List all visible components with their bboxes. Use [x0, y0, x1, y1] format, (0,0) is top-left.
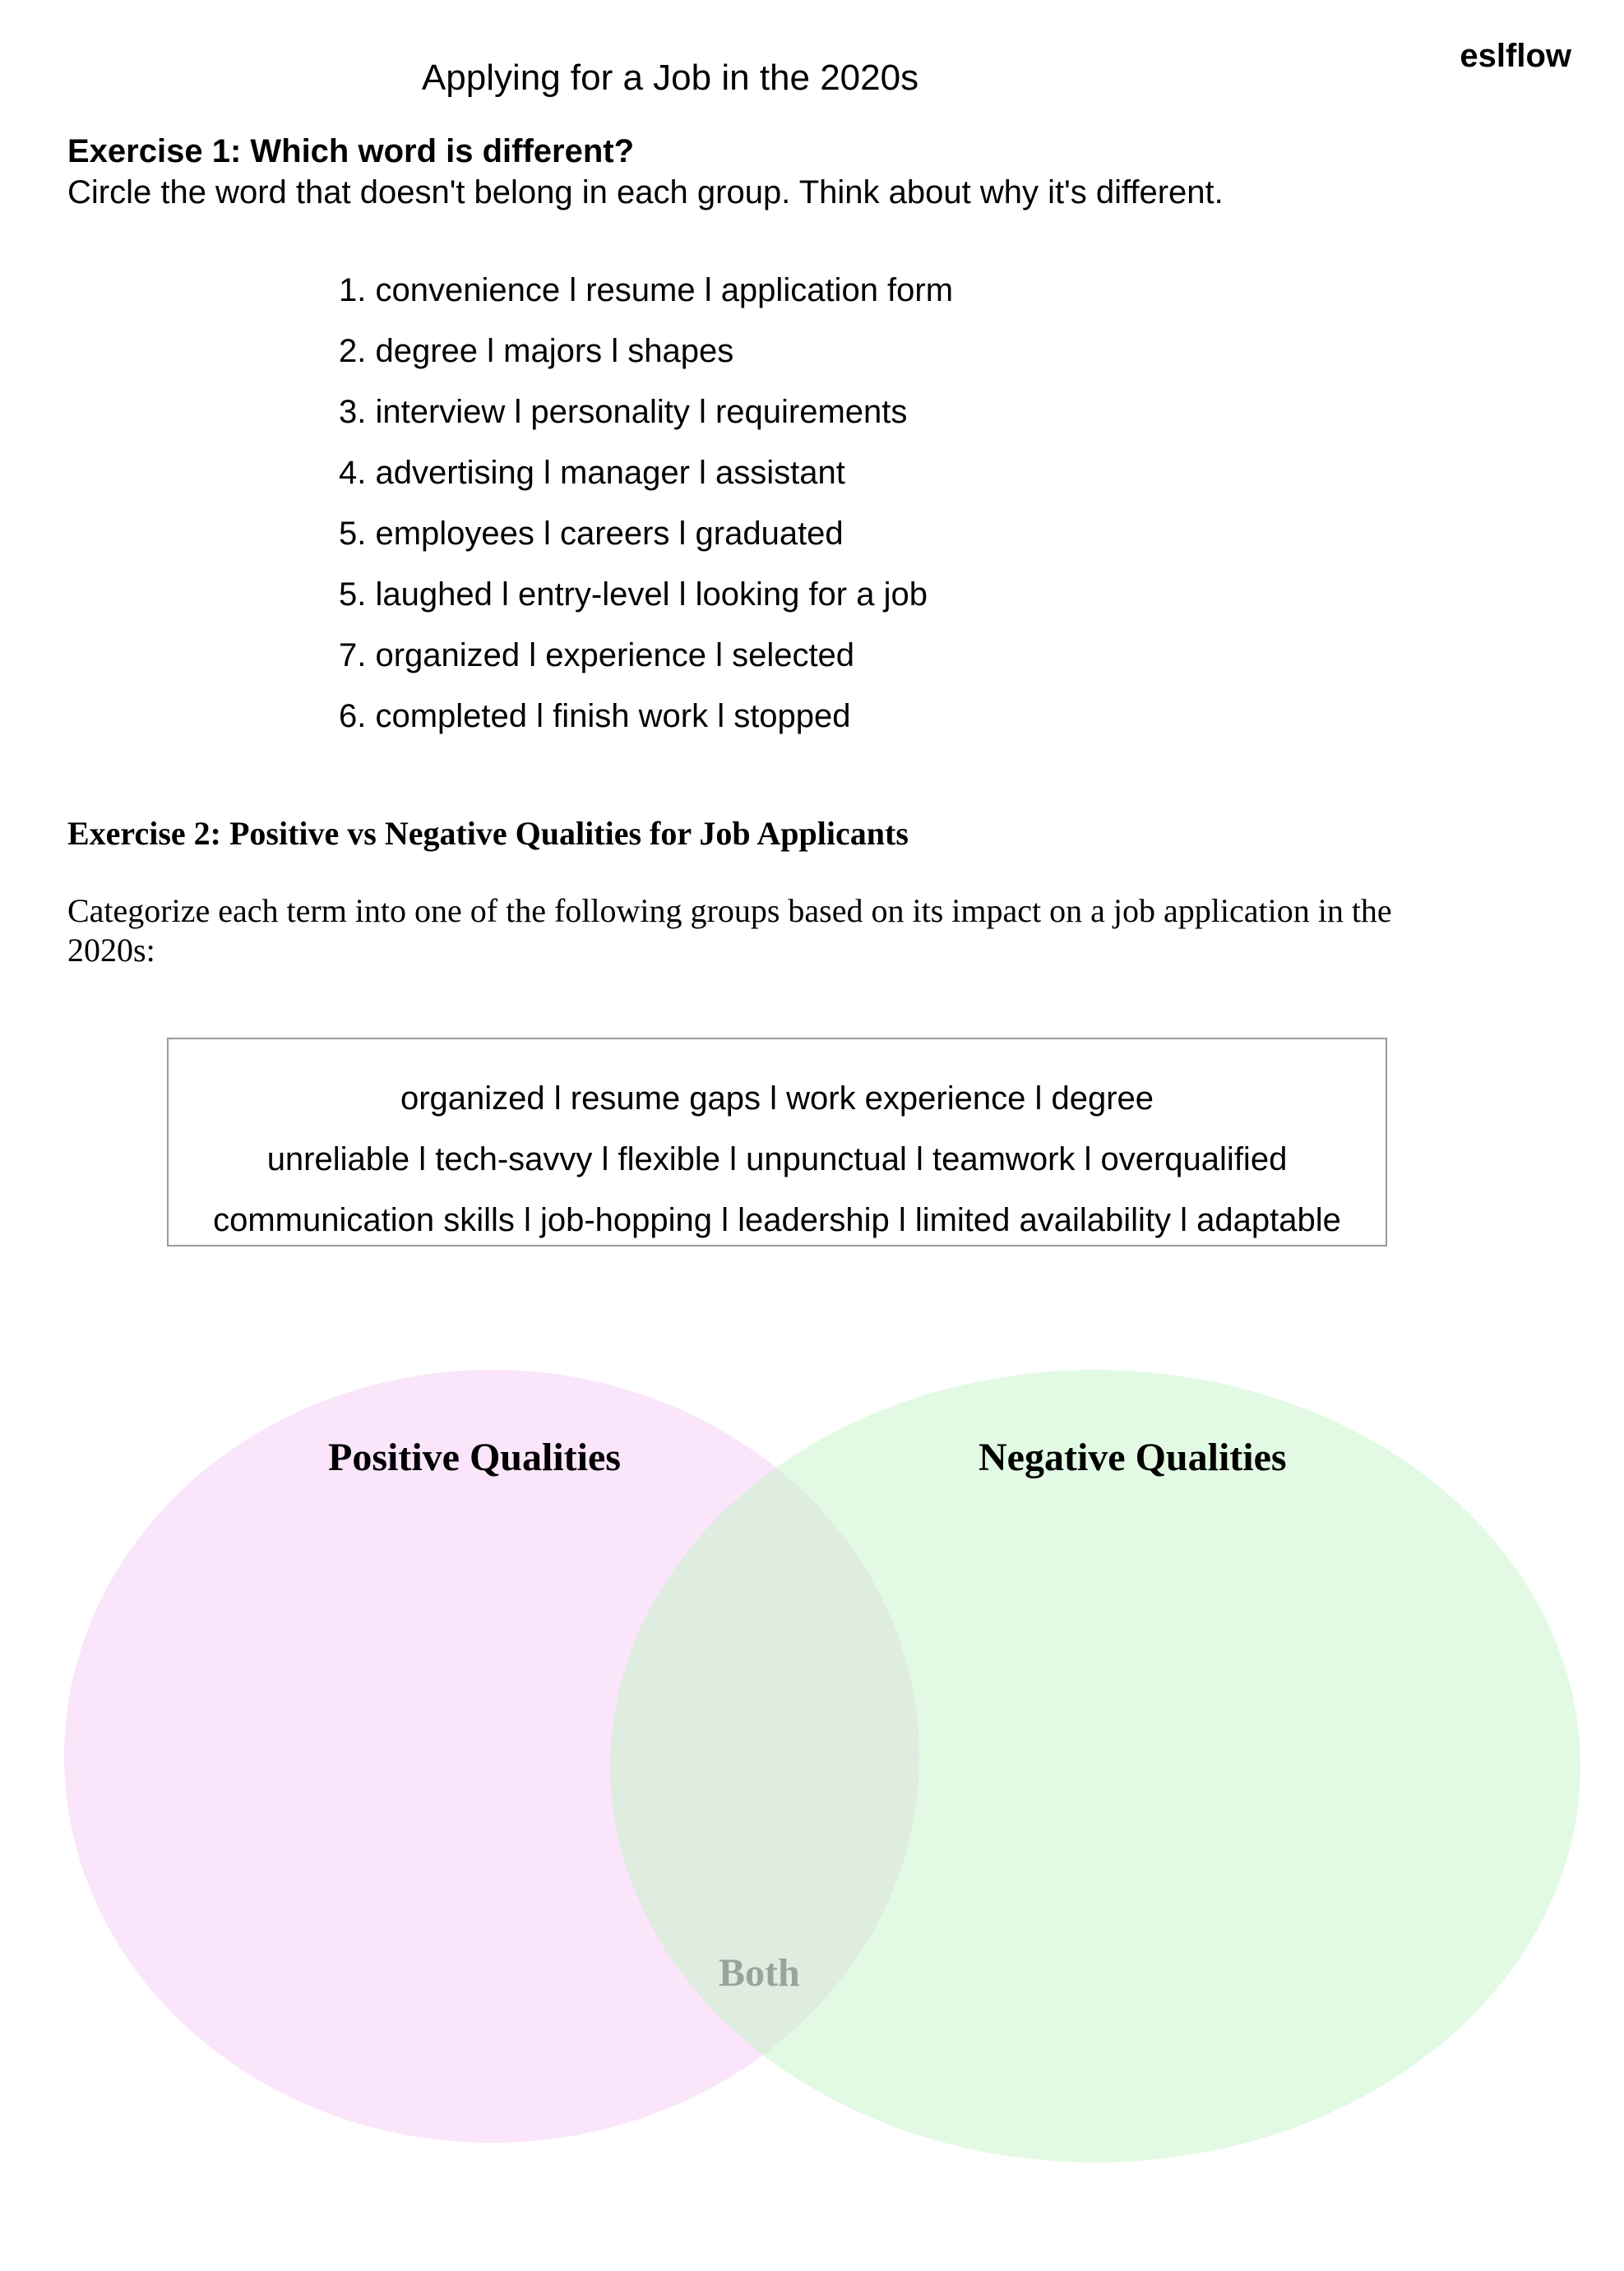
- venn-label-both: Both: [719, 1951, 800, 1995]
- brand-logo: eslflow: [1460, 38, 1571, 74]
- exercise1-item: 7. organized l experience l selected: [339, 637, 855, 673]
- venn-diagram: [64, 1370, 1580, 2162]
- exercise1-item: 5. laughed l entry-level l looking for a…: [339, 576, 928, 613]
- page-title: Applying for a Job in the 2020s: [421, 58, 919, 98]
- exercise2-instructions: Categorize each term into one of the fol…: [67, 892, 1392, 969]
- exercise1-heading: Exercise 1: Which word is different?: [67, 133, 635, 169]
- exercise1-item: 5. employees l careers l graduated: [339, 516, 844, 552]
- venn-circle-positive: [64, 1370, 919, 2143]
- exercise1-instructions: Circle the word that doesn't belong in e…: [67, 174, 1224, 210]
- exercise1-item: 1. convenience l resume l application fo…: [339, 272, 954, 308]
- exercise1-item: 3. interview l personality l requirement…: [339, 394, 908, 430]
- exercise1-item: 4. advertising l manager l assistant: [339, 455, 845, 491]
- exercise1-item: 6. completed l finish work l stopped: [339, 698, 851, 734]
- venn-label-positive: Positive Qualities: [328, 1436, 621, 1479]
- exercise2-heading: Exercise 2: Positive vs Negative Qualiti…: [67, 815, 909, 852]
- exercise1-item: 2. degree l majors l shapes: [339, 333, 734, 369]
- word-bank-line: communication skills l job-hopping l lea…: [213, 1202, 1341, 1238]
- word-bank-line: organized l resume gaps l work experienc…: [400, 1080, 1154, 1117]
- venn-label-negative: Negative Qualities: [979, 1436, 1287, 1479]
- venn-circle-negative: [610, 1370, 1580, 2162]
- word-bank-line: unreliable l tech-savvy l flexible l unp…: [266, 1141, 1288, 1177]
- exercise1-list: 1. convenience l resume l application fo…: [339, 260, 1408, 747]
- word-bank-box: organized l resume gaps l work experienc…: [167, 1038, 1387, 1247]
